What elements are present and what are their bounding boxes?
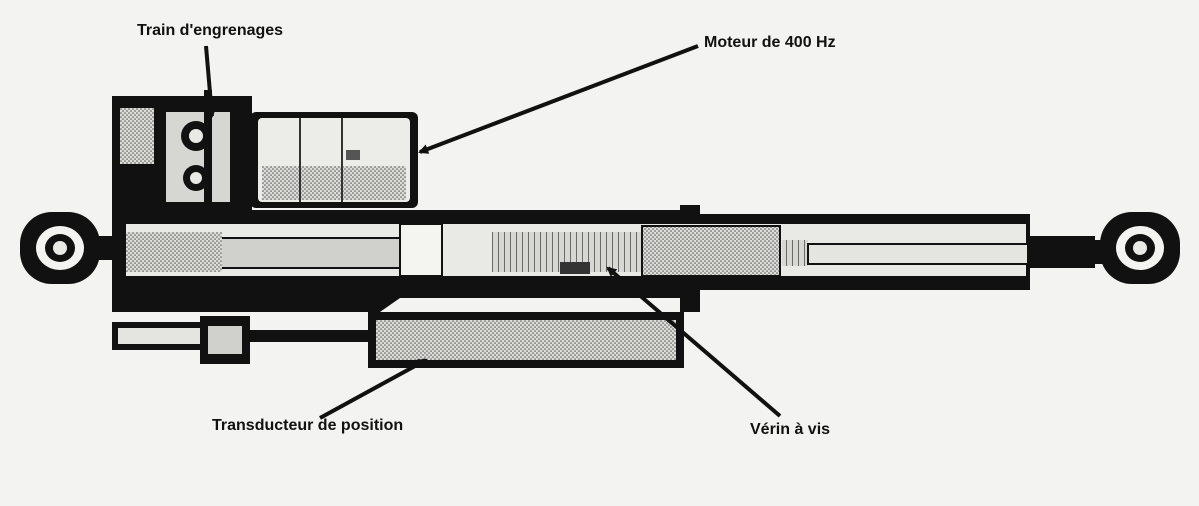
position-transducer — [112, 312, 684, 368]
right-rod-end-eye — [1088, 212, 1180, 284]
transducer-arrow — [319, 358, 428, 420]
leader-arrows — [204, 44, 782, 420]
gear-train-label: Train d'engrenages — [137, 22, 284, 39]
gear-train-arrow — [204, 45, 217, 118]
motor-400hz — [250, 112, 418, 208]
screw-jack-arrow — [606, 266, 782, 418]
position-transducer-label: Transducteur de position — [212, 417, 404, 434]
left-rod-end-eye — [20, 212, 118, 284]
screw-shaft — [126, 223, 1029, 277]
motor-label: Moteur de 400 Hz — [704, 34, 836, 51]
screw-jack-label: Vérin à vis — [750, 421, 831, 438]
motor-arrow — [418, 44, 699, 154]
